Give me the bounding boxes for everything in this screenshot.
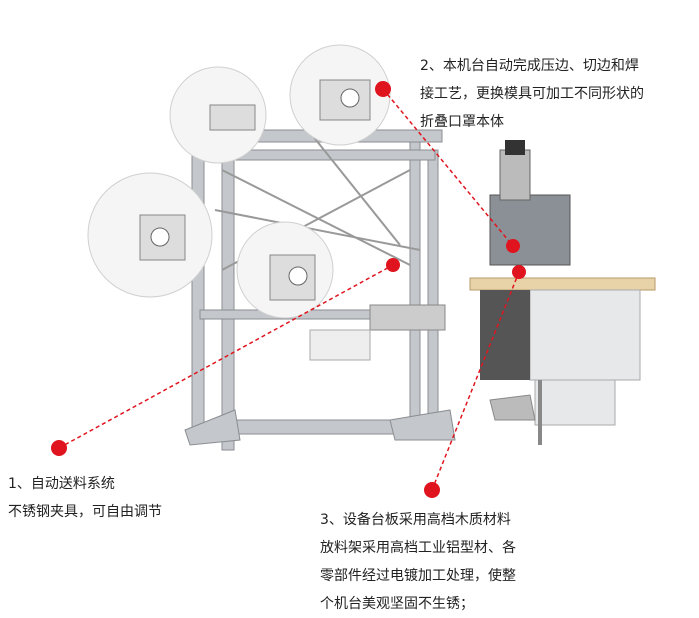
callout-marker-welding [375, 81, 391, 97]
annotation-line: 零部件经过电镀加工处理，使整 [320, 568, 516, 584]
annotation-line: 折叠口罩本体 [420, 114, 504, 130]
annotation-feed: 1、自动送料系统 不锈钢夹具，可自由调节 [8, 470, 162, 526]
annotation-welding: 2、本机台自动完成压边、切边和焊 接工艺，更换模具可加工不同形状的 折叠口罩本体 [420, 52, 644, 136]
welding-station [469, 140, 656, 445]
callout-lines [58, 88, 520, 491]
annotation-line: 3、设备台板采用高档木质材料 [320, 512, 511, 528]
annotation-line: 个机台美观坚固不生锈； [320, 596, 474, 612]
annotation-materials: 3、设备台板采用高档木质材料 放料架采用高档工业铝型材、各 零部件经过电镀加工处… [320, 506, 516, 618]
annotation-line: 放料架采用高档工业铝型材、各 [320, 540, 516, 556]
callout-marker-feed [51, 440, 67, 456]
annotation-line: 接工艺，更换模具可加工不同形状的 [420, 86, 644, 102]
annotation-line: 不锈钢夹具，可自由调节 [8, 504, 162, 520]
annotation-line: 1、自动送料系统 [8, 476, 115, 492]
annotation-line: 2、本机台自动完成压边、切边和焊 [420, 58, 639, 74]
callout-marker-materials [424, 482, 440, 498]
